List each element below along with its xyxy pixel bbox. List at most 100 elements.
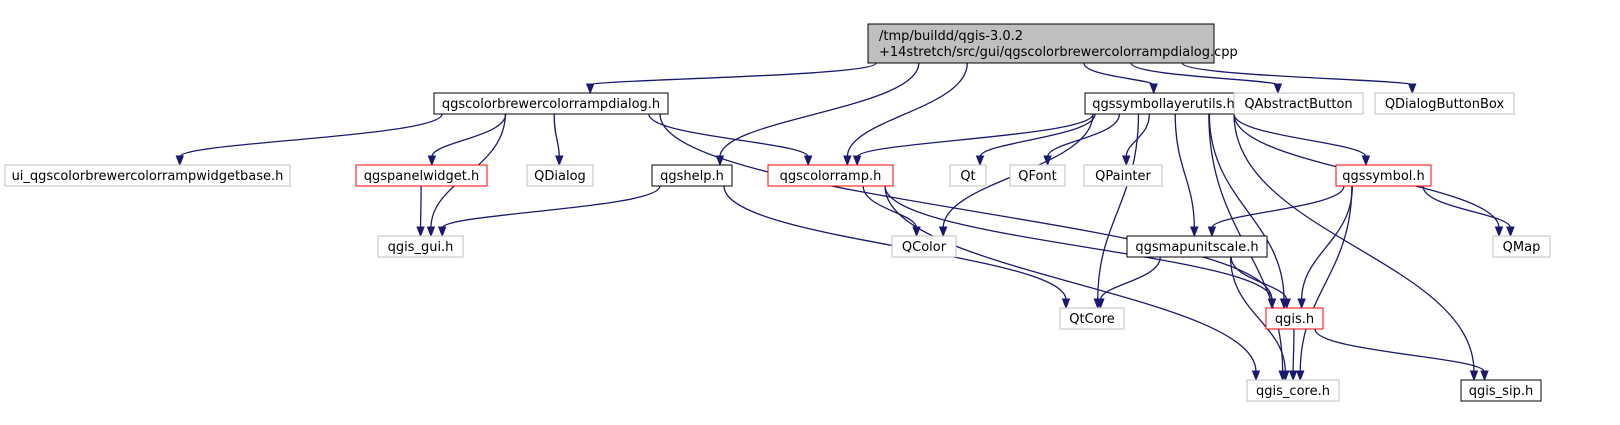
node-label: qgspanelwidget.h	[364, 169, 480, 184]
arrow-head	[938, 226, 948, 238]
node-box	[891, 235, 957, 258]
edge-line	[1208, 113, 1285, 301]
edge-line	[1299, 185, 1353, 373]
arrow-head	[437, 226, 447, 238]
node-box	[1335, 164, 1432, 187]
node-mapunitscale_h[interactable]: qgsmapunitscale.h	[1126, 235, 1268, 258]
node-panelwidget_h[interactable]: qgspanelwidget.h	[355, 164, 488, 187]
node-layer: /tmp/buildd/qgis-3.0.2+14stretch/src/gui…	[4, 23, 1551, 402]
node-dialog_h[interactable]: qgscolorbrewercolorrampdialog.h	[433, 92, 669, 115]
node-qgis_gui_h[interactable]: qgis_gui.h	[377, 235, 464, 258]
node-box	[651, 164, 733, 187]
arrow-head	[1297, 298, 1306, 310]
arrow-head	[1469, 370, 1479, 382]
arrow-head	[1043, 155, 1052, 167]
node-qmap[interactable]: QMap	[1492, 235, 1551, 258]
node-label: QDialogButtonBox	[1385, 97, 1505, 112]
edge-line	[1097, 113, 1140, 301]
arrow-head	[843, 155, 852, 167]
edge-root-to-help_h	[715, 62, 920, 167]
node-label: QDialog	[534, 169, 586, 184]
arrow-head	[1288, 370, 1298, 382]
arrow-head	[585, 83, 595, 95]
edge-line	[589, 62, 877, 86]
edge-qgis_h-to-qgis_sip_h	[1314, 328, 1489, 382]
node-qgis_core_h[interactable]: qgis_core.h	[1246, 379, 1340, 402]
edge-mapunitscale_h-to-qtcore	[1096, 256, 1161, 310]
edge-mapunitscale_h-to-qgis_core_h	[1229, 256, 1290, 382]
node-ui_widgetbase_h[interactable]: ui_qgscolorbrewercolorrampwidgetbase.h	[4, 164, 291, 187]
node-label: QtCore	[1069, 312, 1114, 327]
edge-line	[1083, 62, 1155, 86]
arrow-head	[1281, 370, 1290, 382]
node-root[interactable]: /tmp/buildd/qgis-3.0.2+14stretch/src/gui…	[867, 23, 1238, 64]
arrow-head	[1361, 155, 1371, 167]
edge-dialog_h-to-panelwidget_h	[427, 113, 507, 167]
edge-dialog_h-to-ui_widgetbase_h	[175, 113, 443, 167]
edge-layer	[175, 62, 1515, 382]
edge-line	[1099, 256, 1161, 301]
edge-panelwidget_h-to-qgis_gui_h	[416, 185, 425, 238]
edge-line	[648, 113, 809, 158]
edge-line	[862, 185, 918, 229]
edge-line	[1130, 62, 1279, 86]
edge-line	[1174, 113, 1195, 229]
node-colorramp_h[interactable]: qgscolorramp.h	[767, 164, 894, 187]
arrow-head	[427, 155, 437, 167]
edge-line	[1314, 328, 1486, 373]
node-qabstractbutton[interactable]: QAbstractButton	[1233, 92, 1364, 115]
node-qgis_sip_h[interactable]: qgis_sip.h	[1460, 379, 1542, 402]
node-qpainter[interactable]: QPainter	[1083, 164, 1163, 187]
node-label: qgis_gui.h	[388, 240, 454, 255]
arrow-head	[1296, 370, 1305, 382]
arrow-head	[1149, 83, 1158, 95]
edge-line	[1292, 328, 1295, 373]
edge-line	[1046, 113, 1121, 158]
arrow-head	[1096, 298, 1105, 310]
node-box	[526, 164, 594, 187]
node-qgis_h[interactable]: qgis.h	[1265, 307, 1324, 330]
node-qtcore[interactable]: QtCore	[1059, 307, 1125, 330]
node-label: qgssymbollayerutils.h	[1092, 97, 1235, 112]
edge-symbollayerutils_h-to-qtcore	[1093, 113, 1140, 310]
node-symbollayerutils_h[interactable]: qgssymbollayerutils.h	[1084, 92, 1243, 115]
node-qt[interactable]: Qt	[949, 164, 987, 187]
edge-line	[719, 62, 920, 158]
arrow-head	[1061, 298, 1071, 310]
arrow-head	[1480, 370, 1489, 382]
node-qdialogbuttonbox[interactable]: QDialogButtonBox	[1374, 92, 1515, 115]
edge-line	[431, 113, 507, 158]
arrow-head	[803, 155, 813, 167]
node-help_h[interactable]: qgshelp.h	[651, 164, 733, 187]
edge-root-to-colorramp_h	[843, 62, 968, 167]
edge-line	[856, 113, 1094, 158]
arrow-head	[416, 226, 425, 238]
node-box	[767, 164, 894, 187]
node-qdialog[interactable]: QDialog	[526, 164, 594, 187]
node-qcolor[interactable]: QColor	[891, 235, 957, 258]
arrow-head	[1190, 226, 1199, 238]
node-label: QAbstractButton	[1244, 97, 1352, 112]
node-box	[1126, 235, 1268, 258]
arrow-head	[1122, 155, 1131, 167]
edge-root-to-qabstractbutton	[1130, 62, 1283, 95]
edge-symbollayerutils_h-to-qgis_sip_h	[1233, 113, 1479, 382]
arrow-head	[175, 155, 185, 167]
arrow-head	[1282, 298, 1291, 310]
node-label: qgsmapunitscale.h	[1135, 240, 1258, 255]
arrow-head	[1251, 370, 1261, 382]
edge-line	[1211, 185, 1345, 229]
node-label: QPainter	[1095, 169, 1151, 184]
node-label: qgis_core.h	[1256, 384, 1330, 399]
node-qfont[interactable]: QFont	[1009, 164, 1066, 187]
edge-line	[846, 62, 968, 158]
node-label: /tmp/buildd/qgis-3.0.2	[879, 29, 1023, 44]
edge-colorramp_h-to-qgis_core_h	[884, 185, 1261, 382]
edge-line	[979, 113, 1096, 158]
arrow-head	[1506, 226, 1515, 238]
edge-line	[1229, 256, 1286, 373]
arrow-head	[426, 226, 436, 238]
arrow-head	[1407, 83, 1417, 95]
node-symbol_h[interactable]: qgssymbol.h	[1335, 164, 1432, 187]
